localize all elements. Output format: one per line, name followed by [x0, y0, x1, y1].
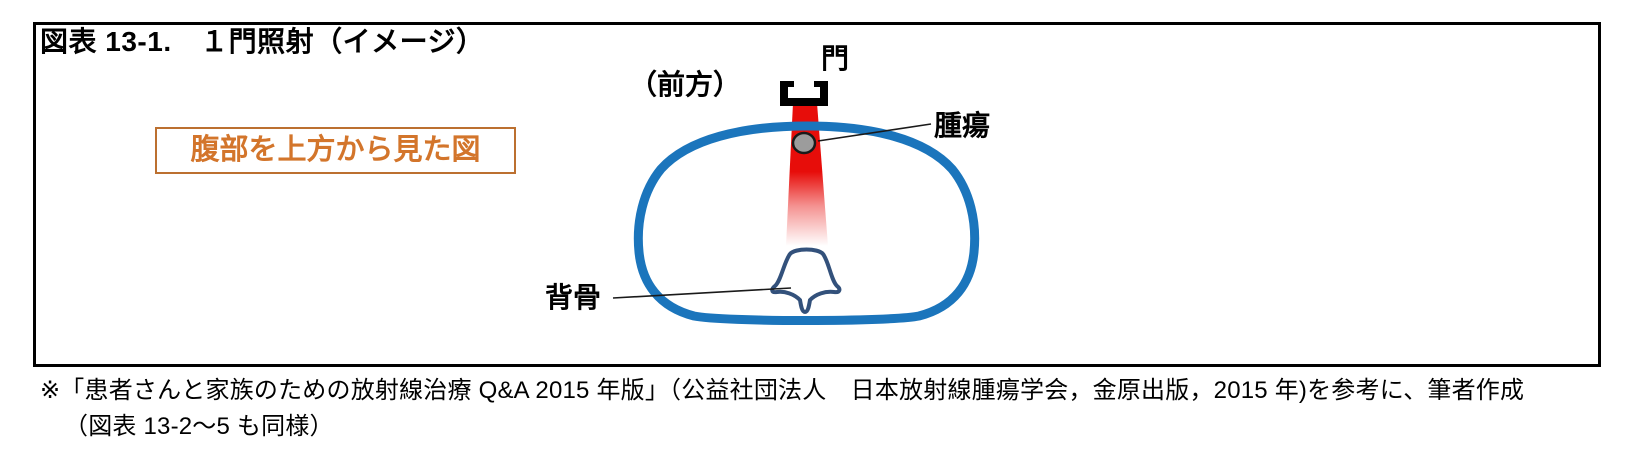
spine-label: 背骨: [545, 282, 602, 313]
footnote-line-2: （図表 13-2～5 も同様）: [64, 412, 334, 440]
tumor-label: 腫瘍: [934, 110, 991, 141]
gate-label: 門: [821, 43, 850, 74]
view-label-box: 腹部を上方から見た図: [155, 127, 516, 174]
footnote-line-1: ※「患者さんと家族のための放射線治療 Q&A 2015 年版」（公益社団法人 日…: [40, 377, 1525, 404]
front-label: （前方）: [629, 69, 742, 100]
view-label-text: 腹部を上方から見た図: [190, 134, 481, 166]
figure-title: 図表 13-1. １門照射（イメージ）: [40, 26, 485, 57]
footnote: ※「患者さんと家族のための放射線治療 Q&A 2015 年版」（公益社団法人 日…: [40, 373, 1524, 445]
figure-frame: [33, 22, 1601, 367]
